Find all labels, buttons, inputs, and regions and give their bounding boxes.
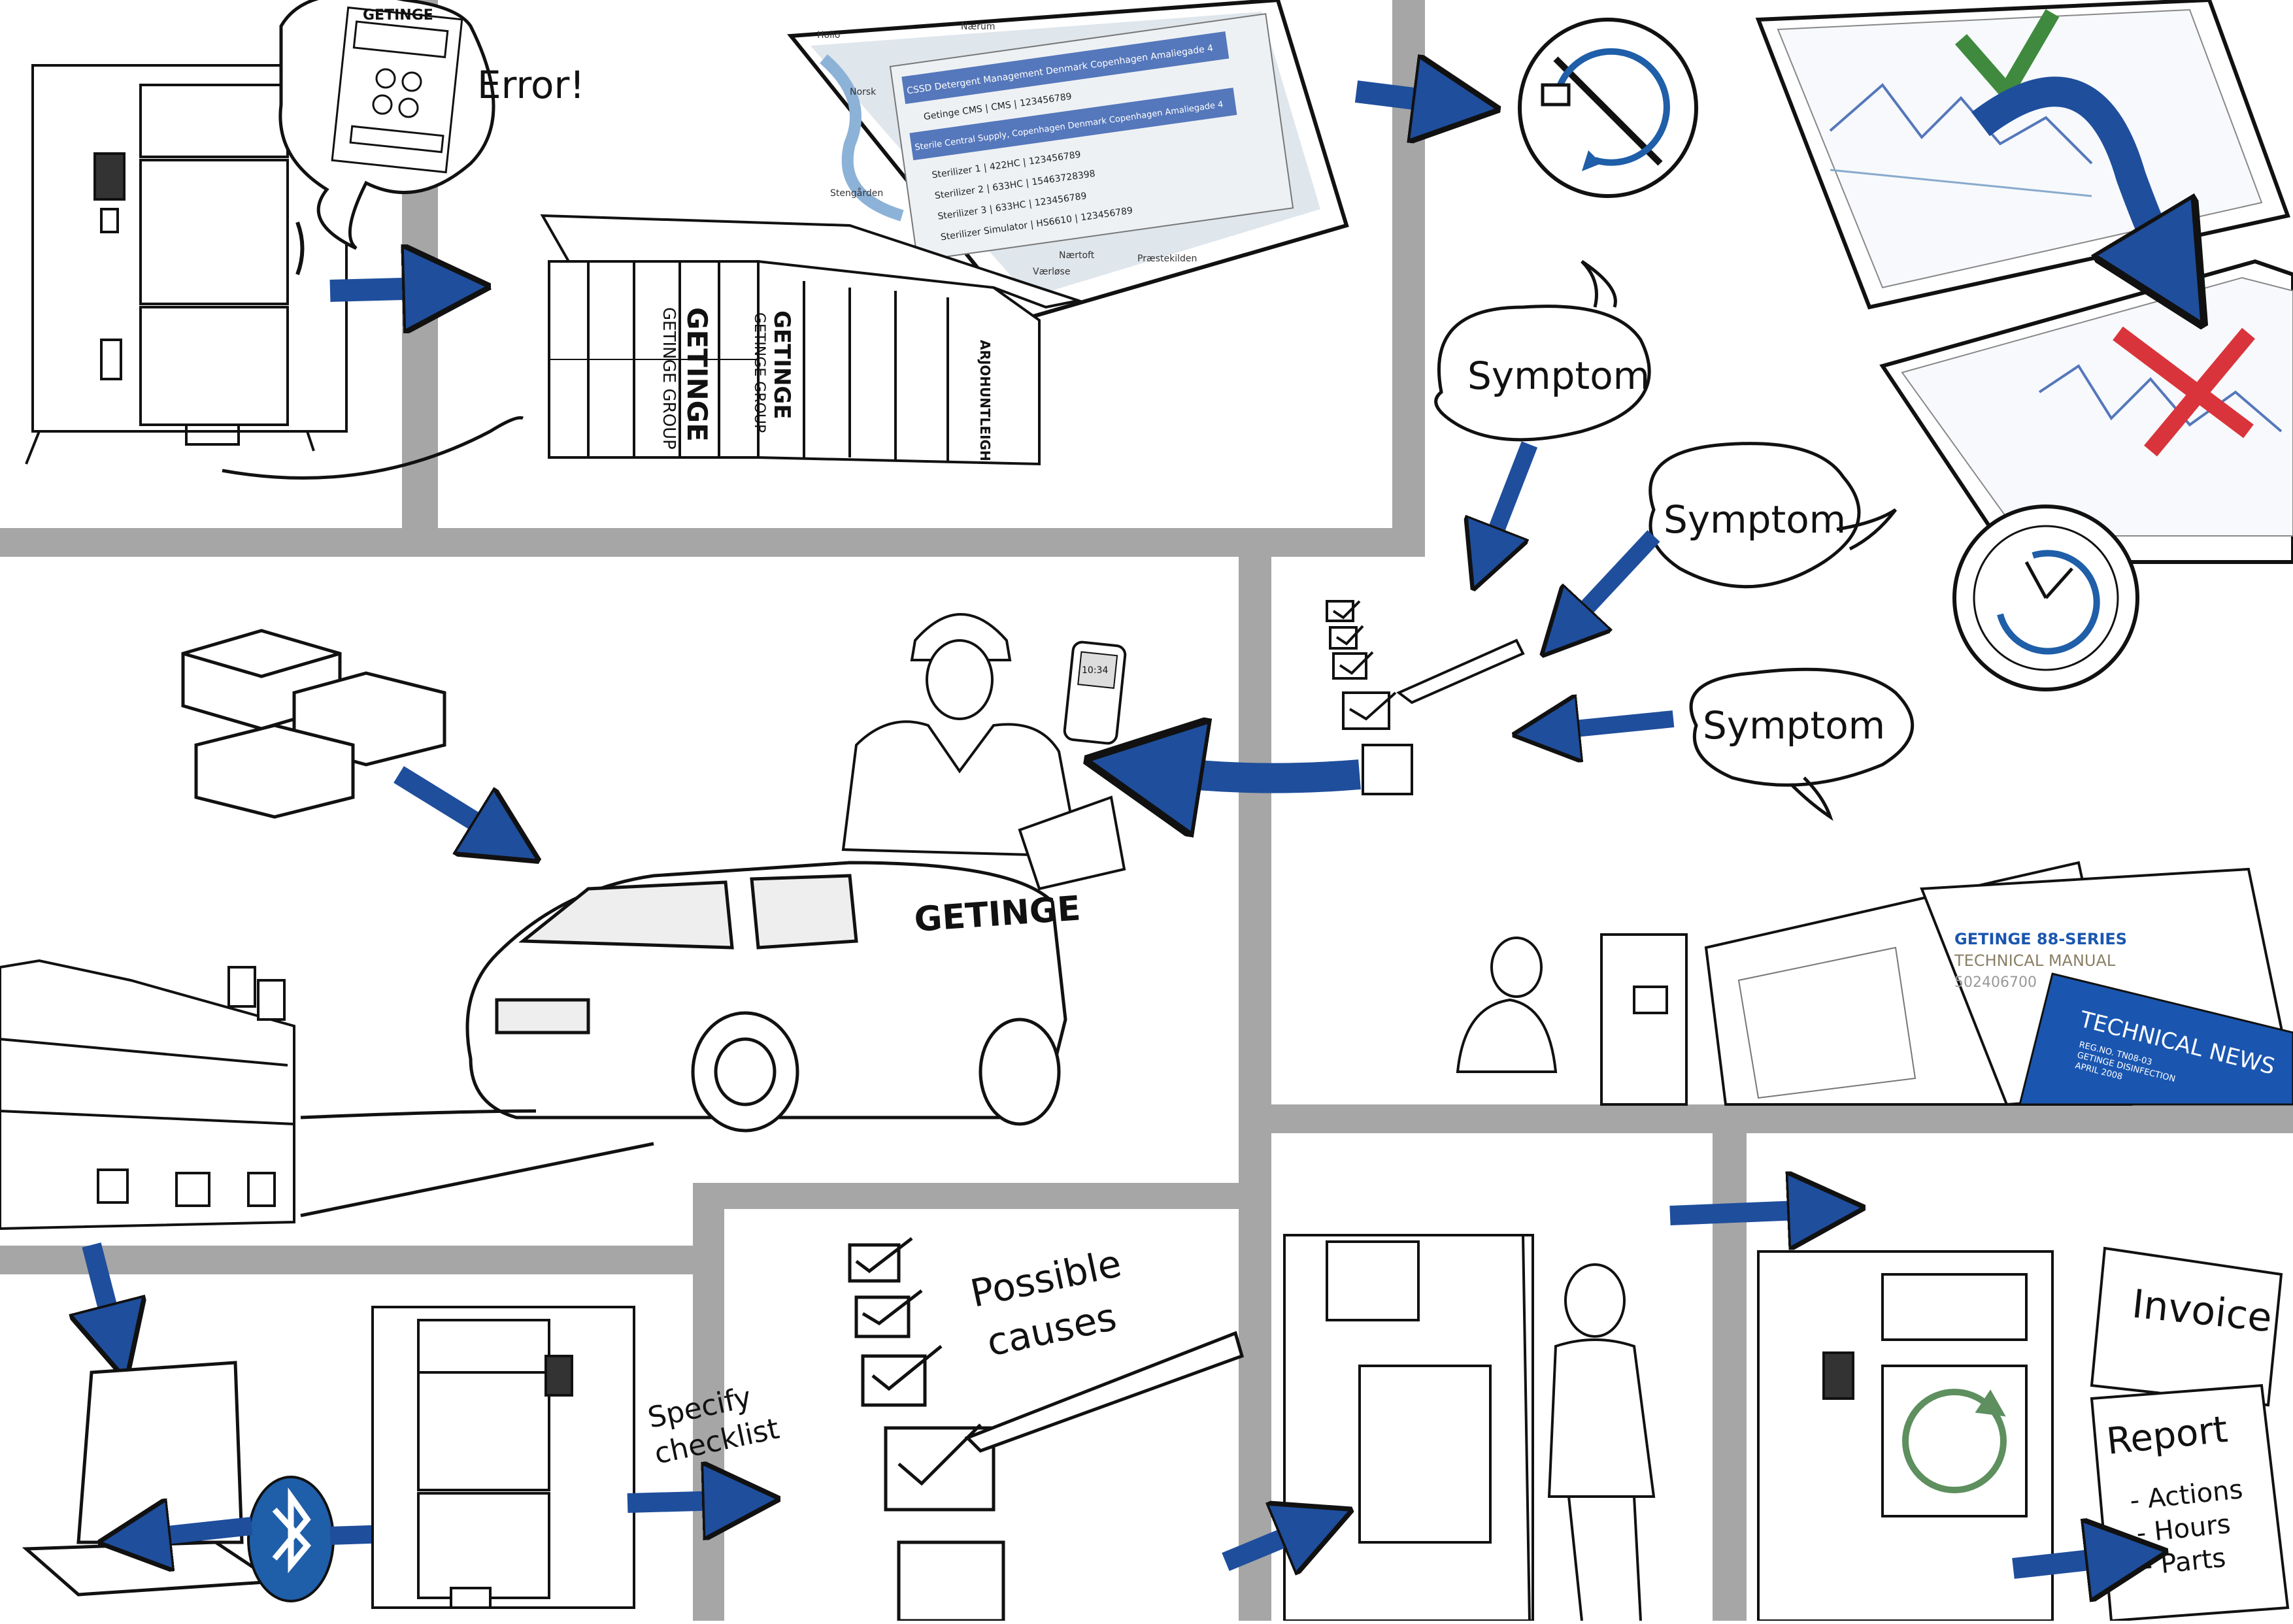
clock-icon — [1952, 505, 2139, 691]
sterilizer-machine-2 — [371, 1306, 635, 1609]
map-label-5: Nærtoft — [1059, 250, 1095, 261]
phone-time: 10:34 — [1082, 665, 1108, 676]
building-sign-2: GETINGE — [769, 310, 795, 420]
technical-manuals: GETINGE 88-SERIES TECHNICAL MANUAL 50240… — [1704, 861, 2293, 1106]
getinge-building — [540, 214, 1084, 466]
bluetooth-icon[interactable] — [247, 1476, 335, 1602]
manual-title: TECHNICAL MANUAL — [1954, 952, 2116, 970]
map-screen: CSSD Detergent Management Denmark Copenh… — [787, 0, 1349, 323]
handheld-controller — [331, 6, 463, 174]
arrow-symptom-3 — [1543, 719, 1675, 732]
arrow-symptom-2 — [1562, 530, 1660, 634]
map-label-2: Norsk — [850, 87, 877, 97]
building-roof-sign: ARJOHUNTLEIGH — [977, 340, 993, 461]
symptom-bubble-1: Symptom — [1434, 259, 1651, 442]
invoice-sheet: Invoice — [2090, 1246, 2283, 1407]
causes-checklist — [848, 1237, 1245, 1623]
map-label-4: Værløse — [1033, 267, 1070, 277]
restart-cycle-icon — [1902, 1389, 2007, 1493]
symptom-text-1: Symptom — [1467, 354, 1650, 398]
symptom-checklist — [1326, 600, 1525, 795]
report-sheet: Report - Actions - Hours - Parts — [2090, 1384, 2290, 1623]
road-line — [300, 1109, 654, 1218]
arrow-into-repair — [1222, 1523, 1320, 1562]
manual-series: GETINGE 88-SERIES — [1954, 930, 2127, 948]
building-sign-1-sub: GETINGE GROUP — [659, 307, 678, 450]
symptom-text-2: Symptom — [1664, 497, 1846, 542]
service-van — [465, 861, 1067, 1133]
arrow-checklist-to-tech — [1137, 768, 1361, 778]
error-text: Error! — [477, 63, 585, 107]
map-label-3: Stengården — [830, 188, 883, 199]
arrow-machine-to-building — [329, 288, 451, 291]
manual-number: 502406700 — [1954, 974, 2037, 991]
parts-boxes — [181, 629, 446, 819]
controller-brand: GETINGE — [363, 7, 433, 24]
arrow-boxes-to-van — [393, 766, 510, 843]
symptom-bubble-3: Symptom — [1689, 667, 1915, 821]
arrow-repair-to-report — [1669, 1209, 1830, 1216]
arrow-bt-to-laptop — [131, 1526, 253, 1539]
map-label-0: Hollo — [817, 30, 840, 41]
technician-reading — [1456, 933, 1688, 1106]
arrow-symptom-1 — [1484, 441, 1538, 562]
sterilizer-machine-3 — [1757, 1250, 2054, 1622]
building-sign-1: GETINGE — [681, 307, 713, 442]
arrow-into-report — [2012, 1555, 2131, 1568]
arrow-curve-good-to-bad — [1971, 76, 2177, 281]
technician-repair — [1283, 1234, 1656, 1622]
phone-device: 10:34 — [1063, 640, 1127, 745]
maintenance-icon — [1518, 18, 1698, 198]
map-label-6: Præstekilden — [1137, 254, 1197, 264]
symptom-bubble-2: Symptom — [1649, 442, 1897, 589]
cross-red-icon — [2113, 326, 2255, 457]
graph-sheet-bad — [1879, 259, 2293, 564]
technician-with-laptop — [841, 613, 1126, 891]
arrow-machine-to-causes — [627, 1500, 745, 1503]
symptom-text-3: Symptom — [1703, 703, 1885, 748]
arrow-map-to-tools — [1354, 91, 1461, 105]
graph-sheet-good — [1755, 0, 2290, 310]
error-speech-bubble: GETINGE Error! — [278, 0, 585, 250]
hospital-building — [0, 959, 295, 1231]
laptop — [22, 1361, 280, 1597]
building-sign-2-sub: GETINGE GROUP — [751, 312, 767, 433]
arrow-building-to-laptop — [92, 1242, 118, 1346]
map-label-1: Nærum — [961, 22, 996, 32]
